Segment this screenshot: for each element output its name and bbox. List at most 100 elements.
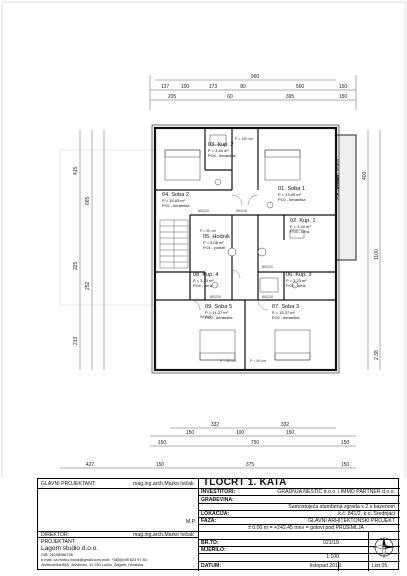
dim-top-outer: 960 <box>251 74 260 80</box>
dim-right-2: 1100 <box>374 249 380 260</box>
mp-stamp-label: M.P. <box>186 519 196 525</box>
room-label: 07. Soba 3P = 15,37 m²P.02 - keramika <box>272 304 300 320</box>
window-tag: P = 90 cm <box>220 359 236 363</box>
room-label: 08. Kup. 4P = 3,23 m²P.04 - kera. <box>193 272 219 288</box>
room-label: 01. Soba 1P = 13,49 m²P.02 - keramika <box>278 186 306 202</box>
door-tag: 80/210 <box>262 295 273 299</box>
window-tag: P = 90 cm <box>200 229 216 233</box>
date-label: DATUM: <box>201 563 222 569</box>
firm-label: PROJEKTANT: <box>41 539 76 545</box>
room-label: 06. Kup. 3P = 3,23 m²P.04 - kera. <box>286 272 312 288</box>
level-markers <box>227 247 267 257</box>
dim-left-5: 213 <box>73 336 79 345</box>
staircase <box>159 219 189 269</box>
dim-bottom-8: 150 <box>341 440 350 446</box>
north-label: N <box>383 536 385 540</box>
dimension-lines-left <box>79 130 105 370</box>
room-area: P = 4,08 m² <box>203 240 224 245</box>
interior-walls <box>155 128 336 370</box>
room-floor: P.02 - keramika <box>278 197 306 202</box>
door-tag: 90/210 <box>236 209 247 213</box>
room-label: 02. Kup. 1P = 3,40 m²P.04 - kera. <box>290 218 316 234</box>
beds <box>164 149 311 361</box>
scale-label: MJERILO: <box>201 547 226 553</box>
director-label: DIREKTOR: <box>41 532 70 538</box>
sheet-title: TLOCRT 1. KATA <box>203 477 287 488</box>
door-tag: 80/210 <box>198 209 209 213</box>
room-floor: P.04 - keramika <box>208 153 236 158</box>
dim-bottom-12: 150 <box>341 462 350 468</box>
door-tag: 80/210 <box>262 265 273 269</box>
room-name: 03. Kup. 2 <box>208 142 234 148</box>
room-floor: P.04 - kera. <box>290 229 310 234</box>
dim-top-9: 395 <box>286 94 295 100</box>
number: 021/19 <box>323 540 339 546</box>
room-floor: P.02 - keramika <box>272 315 300 320</box>
date: listopad 2019. <box>310 563 343 569</box>
room-floor: P.04 - kera. <box>286 283 306 288</box>
room-name: 07. Soba 3 <box>272 304 299 310</box>
room-floor: P.01 - parket <box>203 245 226 250</box>
room-area: P = 7,50 m² <box>336 176 340 195</box>
director: mag.ing.arch.Marko Ivičak <box>133 532 194 538</box>
room-name: 09. Soba 5 <box>205 304 232 310</box>
sheet-number: List 05. <box>372 563 389 569</box>
datum-note: ± 0.00 m = +242,45 mnv = gotovi pod PRIZ… <box>247 525 364 531</box>
dim-bottom-6: 150 <box>158 440 167 446</box>
room-area: P = 13,49 m² <box>278 192 302 197</box>
dim-top-7: 205 <box>168 94 177 100</box>
dim-bottom-9: 427 <box>86 462 95 468</box>
lead-designer: mag.ing.arch.Marko Ivičak <box>133 481 194 487</box>
phase-label: FAZA: <box>201 518 217 524</box>
room-label: 04. Soba 2P = 15,83 m²P.02 - keramika <box>162 192 190 208</box>
investor-label: INVESTITORI: <box>201 489 236 495</box>
room-name: 04. Soba 2 <box>162 192 189 198</box>
dimension-lines-top <box>149 75 357 110</box>
dim-bottom-10: 150 <box>156 462 165 468</box>
dim-bottom-11: 375 <box>246 462 255 468</box>
room-area: P = 14,27 m² <box>205 310 229 315</box>
dim-left-2: 665 <box>85 196 91 205</box>
oib: OIB: 26108086796 <box>41 553 73 557</box>
sheet-frame <box>1 1 406 478</box>
dim-right-3: 2,38 <box>374 350 380 360</box>
bathroom-fixtures <box>209 134 305 293</box>
window-tag: P = 150 cm <box>235 137 253 141</box>
building-label: GRAĐEVINA: <box>201 497 234 503</box>
location: k.č. 841/2, k.o. Srednjaci <box>338 511 395 517</box>
room-name: 01. Soba 1 <box>278 186 305 192</box>
room-area: P = 3,84 m² <box>208 148 229 153</box>
title-block: GLAVNI PROJEKTANT: mag.ing.arch.Marko Iv… <box>37 477 400 571</box>
dim-left-3: 225 <box>73 261 79 270</box>
lead-designer-label: GLAVNI PROJEKTANT: <box>41 481 96 487</box>
location-label: LOKACIJA: <box>201 511 230 517</box>
dim-bottom-2: 332 <box>281 422 290 428</box>
room-area: P = 3,40 m² <box>290 224 311 229</box>
firm: Lagom studio d.o.o. <box>41 545 99 552</box>
dim-right-1: 400 <box>362 171 368 180</box>
room-area: P = 3,23 m² <box>193 278 214 283</box>
dim-bottom-5: 150 <box>286 430 295 436</box>
door-swings <box>189 194 269 311</box>
dimension-lines-right <box>367 130 381 370</box>
dim-top-4: 80 <box>240 84 246 90</box>
door-tag: 80/210 <box>210 295 221 299</box>
dim-left-1: 415 <box>73 166 79 175</box>
floor-plan: 960 137 100 173 80 560 150 205 60 395 15… <box>1 1 406 478</box>
investor: GRADNJA NESTIĆ d.o.o. i IMMO PARTNER d.o… <box>277 489 395 495</box>
number-label: BR.TD: <box>201 540 219 546</box>
room-label: 09. Soba 5P = 14,27 m²P.02 - keramika <box>205 304 233 320</box>
dim-bottom-3: 150 <box>186 430 195 436</box>
room-floor: P.04 - kera. <box>193 283 213 288</box>
phase: GLAVNI ARHITEKTONSKI PROJEKT <box>308 518 395 524</box>
room-name: 08. Kup. 4 <box>193 272 219 278</box>
dimension-lines-bottom <box>60 427 356 469</box>
scale: 1:100 <box>326 554 339 560</box>
room-name: 02. Kup. 1 <box>290 218 316 224</box>
north-arrow-icon: N <box>372 536 395 559</box>
room-area: P = 15,37 m² <box>272 310 296 315</box>
dim-bottom-7: 750 <box>251 440 260 446</box>
room-area: P = 15,83 m² <box>162 198 186 203</box>
